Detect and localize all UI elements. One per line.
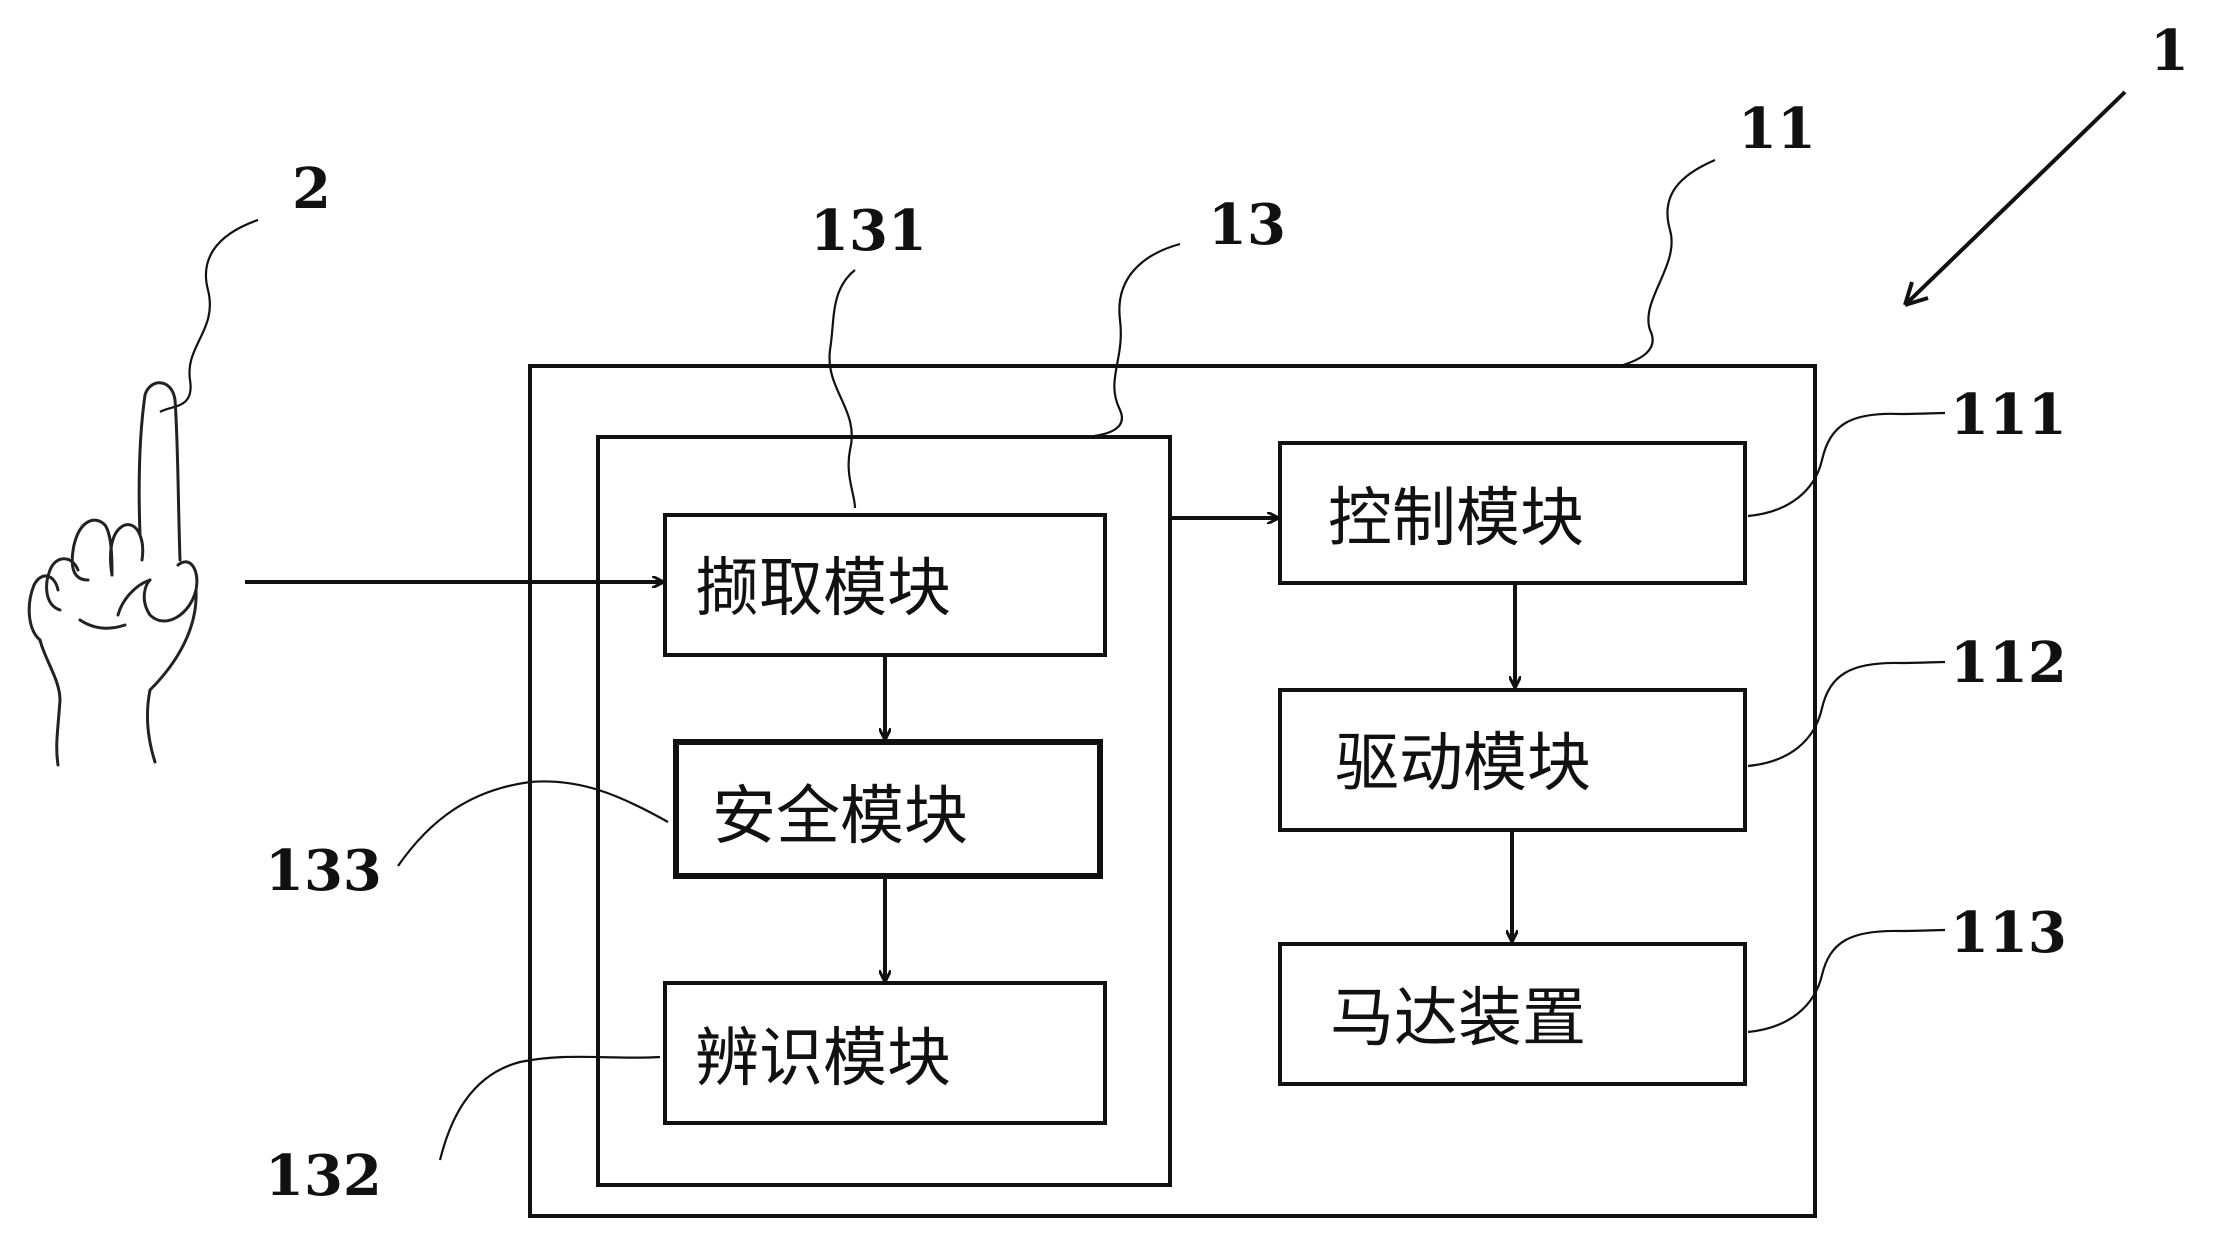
processing-unit-box [596,435,1172,1187]
leader-motor [1747,928,1946,1034]
capture-module-label: 撷取模块 [695,552,951,626]
pointing-hand-icon [27,381,199,767]
leader-device [1619,158,1716,368]
leader-security [397,780,669,867]
ref-label-recognition: 132 [265,1143,382,1209]
security-module-label: 安全模块 [712,780,968,854]
drive-module-label: 驱动模块 [1335,727,1591,801]
leader-drive [1747,660,1946,768]
ref-label-security: 133 [265,838,382,904]
leader-control [1747,411,1946,518]
ref-label-motor: 113 [1950,900,2067,966]
recognition-module-box [663,981,1107,1125]
leader-hand [159,218,259,413]
control-module-box [1278,441,1747,585]
recognition-module-label: 辨识模块 [695,1022,951,1096]
motor-device-box [1278,942,1747,1086]
ref-label-control: 111 [1950,382,2067,448]
ref-label-processing-unit: 13 [1208,192,1286,258]
system-pointer-arrow [1903,90,2127,307]
security-module-box [673,739,1103,879]
leader-recognition [438,1055,661,1161]
leader-processing-unit [1084,242,1181,439]
ref-label-hand: 2 [292,156,331,222]
control-module-label: 控制模块 [1328,482,1584,556]
ref-label-system: 1 [2150,18,2189,84]
device-box [528,364,1817,1218]
leader-capture [828,269,857,509]
ref-label-capture: 131 [810,198,927,264]
motor-device-label: 马达装置 [1330,982,1586,1056]
ref-label-drive: 112 [1950,630,2067,696]
ref-label-device: 11 [1738,96,1816,162]
